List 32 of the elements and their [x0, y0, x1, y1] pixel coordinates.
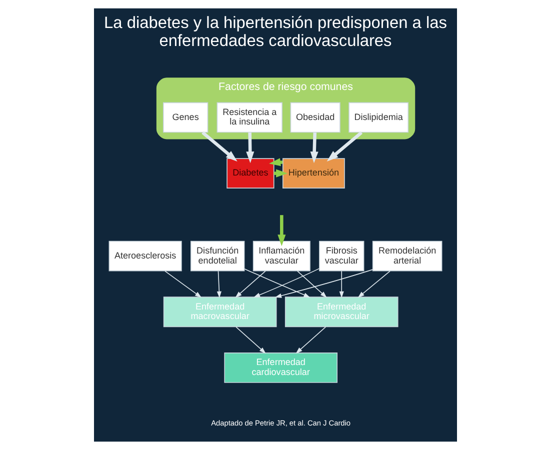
node-box: Enfermedad cardiovascular [224, 352, 337, 383]
arrow [296, 270, 326, 298]
node-box: Disfunción endotelial [190, 240, 244, 272]
arrow [235, 326, 266, 354]
arrow [244, 268, 310, 298]
arrow [216, 270, 221, 298]
arrow [253, 268, 320, 298]
node-box: Genes [162, 102, 208, 133]
node-box: Enfermedad macrovascular [162, 296, 276, 328]
arrow [295, 326, 326, 354]
node-box: Enfermedad microvascular [284, 296, 398, 328]
node-box: Diabetes [226, 158, 274, 188]
node-box: Obesidad [290, 102, 340, 133]
arrow [274, 269, 373, 298]
arrow [338, 270, 344, 298]
node-box: Fibrosis vascular [318, 240, 364, 272]
diagram-title: La diabetes y la hipertensión predisponen a las enfermedades cardiovasculares [104, 14, 446, 50]
arrow [246, 132, 254, 164]
node-box: Hipertensión [282, 158, 344, 188]
caption: Adaptado de Petrie JR, et al. Can J Cardio [210, 418, 350, 428]
node-box: Remodelación arterial [372, 240, 442, 272]
arrow [357, 270, 390, 298]
arrow [201, 131, 237, 162]
arrow [277, 215, 286, 246]
arrow [234, 270, 266, 298]
node-box: Ateroesclerosis [108, 240, 182, 272]
node-box: Dislipidemia [348, 102, 408, 133]
node-box: Inflamación vascular [252, 240, 310, 272]
arrow [326, 131, 362, 162]
arrow [310, 132, 318, 164]
arrow [164, 270, 202, 298]
node-box: Resistencia a la insulina [216, 102, 282, 133]
